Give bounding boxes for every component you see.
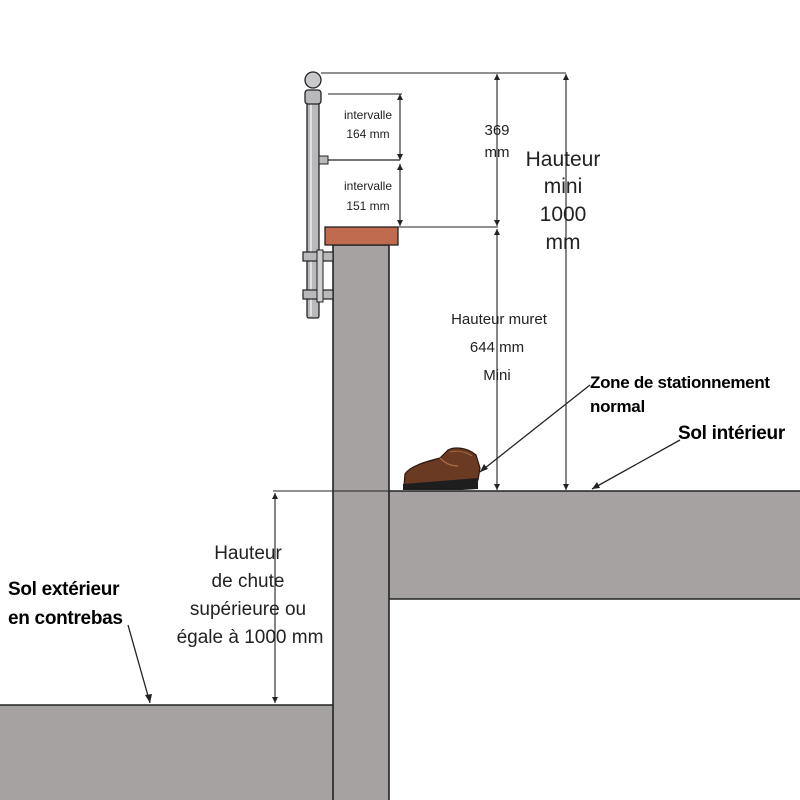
hauteur-muret-line2: 644 mm	[470, 339, 524, 356]
leader-sol-exterieur	[127, 624, 151, 704]
zone-stationnement-line2: normal	[590, 397, 645, 416]
sol-exterieur-line1: Sol extérieur	[8, 579, 120, 600]
leader-lines	[127, 384, 681, 704]
label-hauteur-chute: Hauteur de chute supérieure ou égale à 1…	[177, 543, 324, 648]
leader-zone-stationnement	[479, 384, 591, 473]
label-sol-interieur: Sol intérieur	[678, 423, 786, 444]
gap-top-line1: intervalle	[344, 108, 392, 122]
label-gap-top: intervalle 164 mm	[344, 108, 392, 141]
label-hauteur-muret: Hauteur muret 644 mm Mini	[451, 311, 548, 384]
dim-369-unit: mm	[485, 144, 510, 161]
wall-muret	[333, 245, 389, 800]
hauteur-chute-line2: de chute	[212, 571, 285, 592]
label-gap-bottom: intervalle 151 mm	[344, 179, 392, 213]
exterior-ground	[0, 705, 334, 800]
leader-arrowheads	[145, 464, 600, 703]
concrete-structure	[0, 226, 800, 800]
shoe-icon	[403, 447, 481, 490]
hauteur-chute-line1: Hauteur	[214, 543, 282, 564]
dimension-lines	[273, 72, 567, 703]
dim-369-value: 369	[484, 122, 509, 139]
zone-stationnement-line1: Zone de stationnement	[590, 373, 770, 392]
label-zone-stationnement: Zone de stationnement normal	[590, 373, 771, 416]
label-hauteur-mini: Hauteur mini 1000 mm	[526, 148, 601, 254]
gap-top-line2: 164 mm	[346, 127, 389, 141]
railing-post-icon	[302, 71, 400, 319]
interior-floor-slab	[388, 491, 800, 599]
wall-cap	[324, 226, 399, 246]
label-sol-exterieur: Sol extérieur en contrebas	[8, 579, 123, 629]
sol-exterieur-line2: en contrebas	[8, 608, 123, 629]
hauteur-muret-line1: Hauteur muret	[451, 311, 548, 328]
label-369: 369 mm	[484, 122, 509, 161]
dimension-arrowheads	[272, 74, 569, 703]
hauteur-mini-line3: 1000	[540, 203, 587, 226]
hauteur-chute-line3: supérieure ou	[190, 599, 306, 620]
hauteur-muret-line3: Mini	[483, 367, 511, 384]
gap-bottom-line2: 151 mm	[346, 199, 389, 213]
leader-sol-interieur	[591, 439, 681, 490]
hauteur-mini-line2: mini	[544, 175, 583, 198]
hauteur-chute-line4: égale à 1000 mm	[177, 627, 324, 648]
gap-bottom-line1: intervalle	[344, 179, 392, 193]
hauteur-mini-line4: mm	[546, 231, 581, 254]
hauteur-mini-line1: Hauteur	[526, 148, 601, 171]
